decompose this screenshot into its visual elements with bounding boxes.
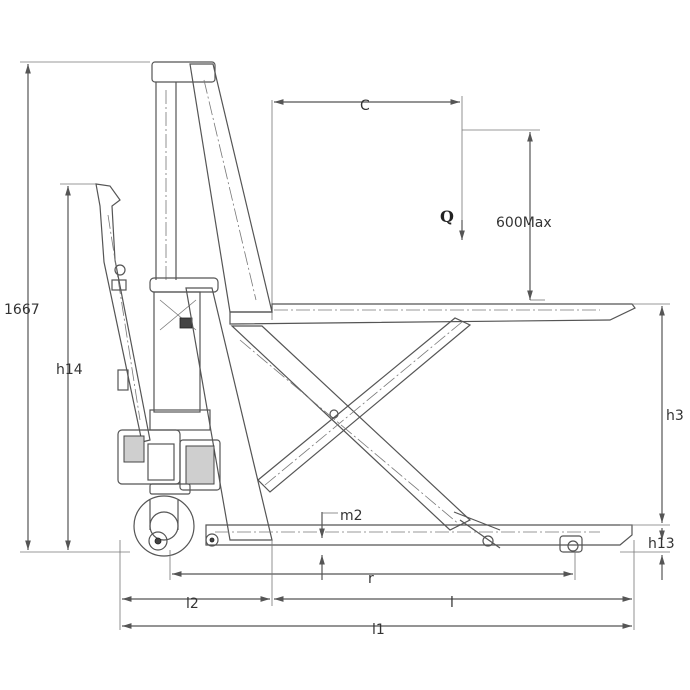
label-l: l	[450, 595, 454, 611]
chassis	[205, 524, 633, 546]
machine-outline	[95, 61, 636, 557]
label-c: C	[360, 98, 370, 114]
label-l2: l2	[186, 596, 199, 612]
pump-housing	[153, 291, 201, 413]
tiller-handle	[95, 183, 151, 443]
label-r: r	[368, 571, 374, 587]
label-l1: l1	[372, 622, 385, 638]
backrest	[189, 63, 273, 313]
label-h3: h3	[666, 408, 684, 424]
scissor-arms	[230, 317, 501, 549]
label-h14: h14	[56, 362, 83, 378]
label-h13: h13	[648, 536, 675, 552]
label-lift-height: 600Max	[496, 215, 552, 231]
dimension-labels: 1667 C Q 600Max h14 h3 m2 h13 r l2 l l1	[4, 98, 684, 638]
dimension-lines	[20, 61, 670, 630]
mast-top-cap	[151, 61, 216, 83]
label-total-height: 1667	[4, 302, 40, 318]
steer-wheel	[133, 495, 195, 557]
fork-platform	[229, 303, 636, 325]
label-q: Q	[440, 207, 454, 226]
label-m2: m2	[340, 508, 363, 524]
